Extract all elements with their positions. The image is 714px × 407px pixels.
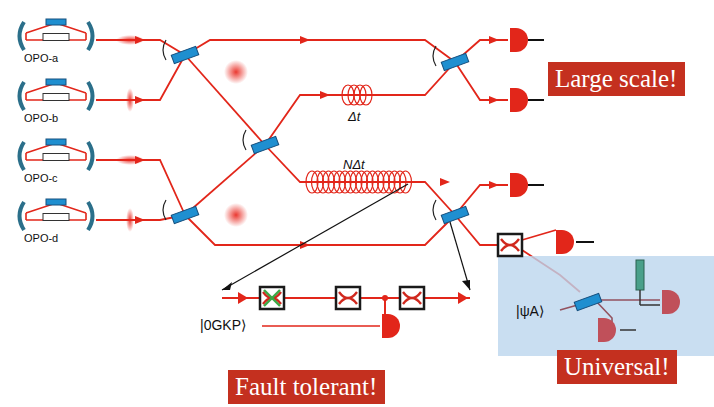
callout-text: Fault tolerant! xyxy=(235,372,378,402)
callout-text: Universal! xyxy=(564,352,670,382)
opo-label: OPO-d xyxy=(24,232,58,244)
callout-text: Large scale! xyxy=(555,64,678,94)
callout-box: Universal! xyxy=(557,350,677,384)
opo-label: OPO-c xyxy=(24,172,58,184)
callout-box: Fault tolerant! xyxy=(228,370,385,404)
opo-label: OPO-a xyxy=(24,52,58,64)
state-label: |ψA⟩ xyxy=(516,304,544,319)
delay-label: Δt xyxy=(348,110,360,124)
delay-label: NΔt xyxy=(343,158,365,172)
opo-label: OPO-b xyxy=(24,112,58,124)
fiber-coil xyxy=(360,85,372,105)
fiber-coil xyxy=(400,171,412,193)
callout-box: Large scale! xyxy=(548,62,685,96)
state-label: |0GKP⟩ xyxy=(200,318,246,333)
